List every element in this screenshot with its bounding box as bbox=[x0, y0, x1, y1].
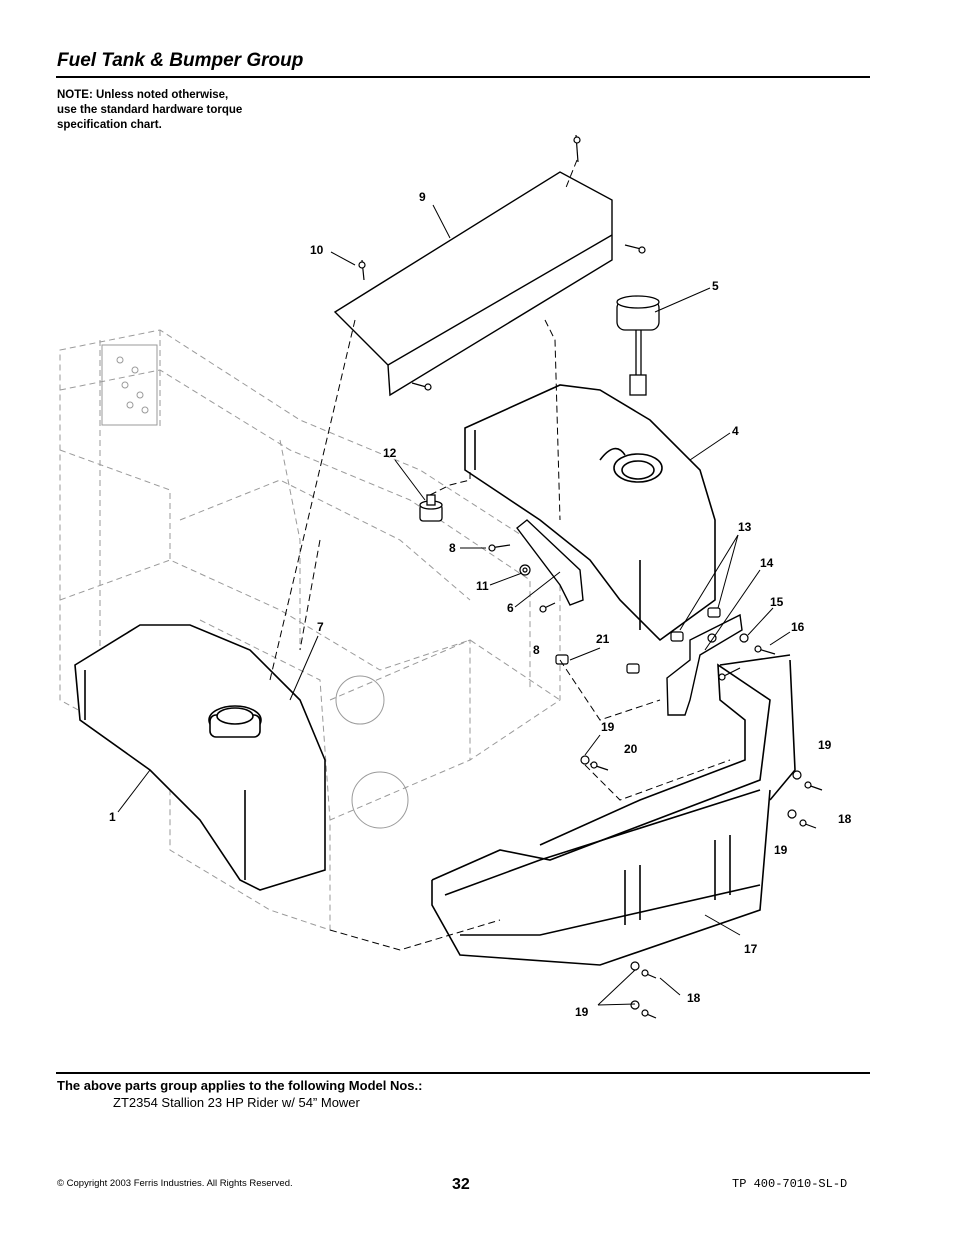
callout-5: 5 bbox=[712, 279, 719, 293]
callout-10: 10 bbox=[310, 243, 324, 257]
callout-19b: 19 bbox=[818, 738, 832, 752]
callout-19c: 19 bbox=[774, 843, 788, 857]
header-rule bbox=[56, 76, 870, 78]
callout-12: 12 bbox=[383, 446, 397, 460]
callout-6: 6 bbox=[507, 601, 514, 615]
page-number: 32 bbox=[452, 1176, 470, 1193]
footer-rule bbox=[56, 1072, 870, 1074]
callout-4: 4 bbox=[732, 424, 739, 438]
note-line-1: NOTE: Unless noted otherwise, bbox=[57, 89, 229, 101]
callout-15: 15 bbox=[770, 595, 784, 609]
callout-19a: 19 bbox=[601, 720, 615, 734]
right-fuel-tank bbox=[464, 384, 716, 642]
bracket-bolts bbox=[358, 134, 646, 391]
copyright: © Copyright 2003 Ferris Industries. All … bbox=[57, 1178, 293, 1189]
tank-support-bracket bbox=[333, 171, 613, 397]
exploded-parts-diagram: 9 10 5 4 12 13 8 14 11 15 6 16 7 21 8 19… bbox=[59, 134, 852, 1019]
callout-20: 20 bbox=[624, 742, 638, 756]
bumper-mount-plate bbox=[666, 613, 743, 716]
callout-8a: 8 bbox=[449, 541, 456, 555]
page-title: Fuel Tank & Bumper Group bbox=[57, 50, 304, 71]
hardware-fasteners bbox=[488, 544, 823, 1019]
callout-19d: 19 bbox=[575, 1005, 589, 1019]
callout-9: 9 bbox=[419, 190, 426, 204]
callout-8b: 8 bbox=[533, 643, 540, 657]
callout-17: 17 bbox=[744, 942, 758, 956]
left-fuel-tank bbox=[74, 624, 326, 891]
callout-14: 14 bbox=[760, 556, 774, 570]
leader-lines bbox=[117, 204, 791, 1006]
assembly-lines bbox=[269, 159, 731, 951]
document-number: TP 400-7010-SL-D bbox=[732, 1177, 848, 1191]
callout-18a: 18 bbox=[838, 812, 852, 826]
callout-13: 13 bbox=[738, 520, 752, 534]
callout-7: 7 bbox=[317, 620, 324, 634]
rubber-isolator bbox=[419, 494, 443, 522]
frame-plate-holes bbox=[101, 344, 409, 829]
tank-strap bbox=[516, 519, 584, 606]
front-bumper bbox=[431, 654, 796, 966]
fuel-cap-gauge bbox=[616, 295, 660, 396]
applies-label: The above parts group applies to the fol… bbox=[57, 1078, 423, 1093]
callout-11: 11 bbox=[476, 579, 489, 593]
callout-1: 1 bbox=[109, 810, 116, 824]
model-line: ZT2354 Stallion 23 HP Rider w/ 54” Mower bbox=[113, 1095, 360, 1110]
note-line-3: specification chart. bbox=[57, 119, 162, 131]
note-line-2: use the standard hardware torque bbox=[57, 104, 243, 116]
callout-18b: 18 bbox=[687, 991, 701, 1005]
torque-note: NOTE: Unless noted otherwise, use the st… bbox=[57, 88, 242, 133]
callout-16: 16 bbox=[791, 620, 805, 634]
callout-21: 21 bbox=[596, 632, 610, 646]
